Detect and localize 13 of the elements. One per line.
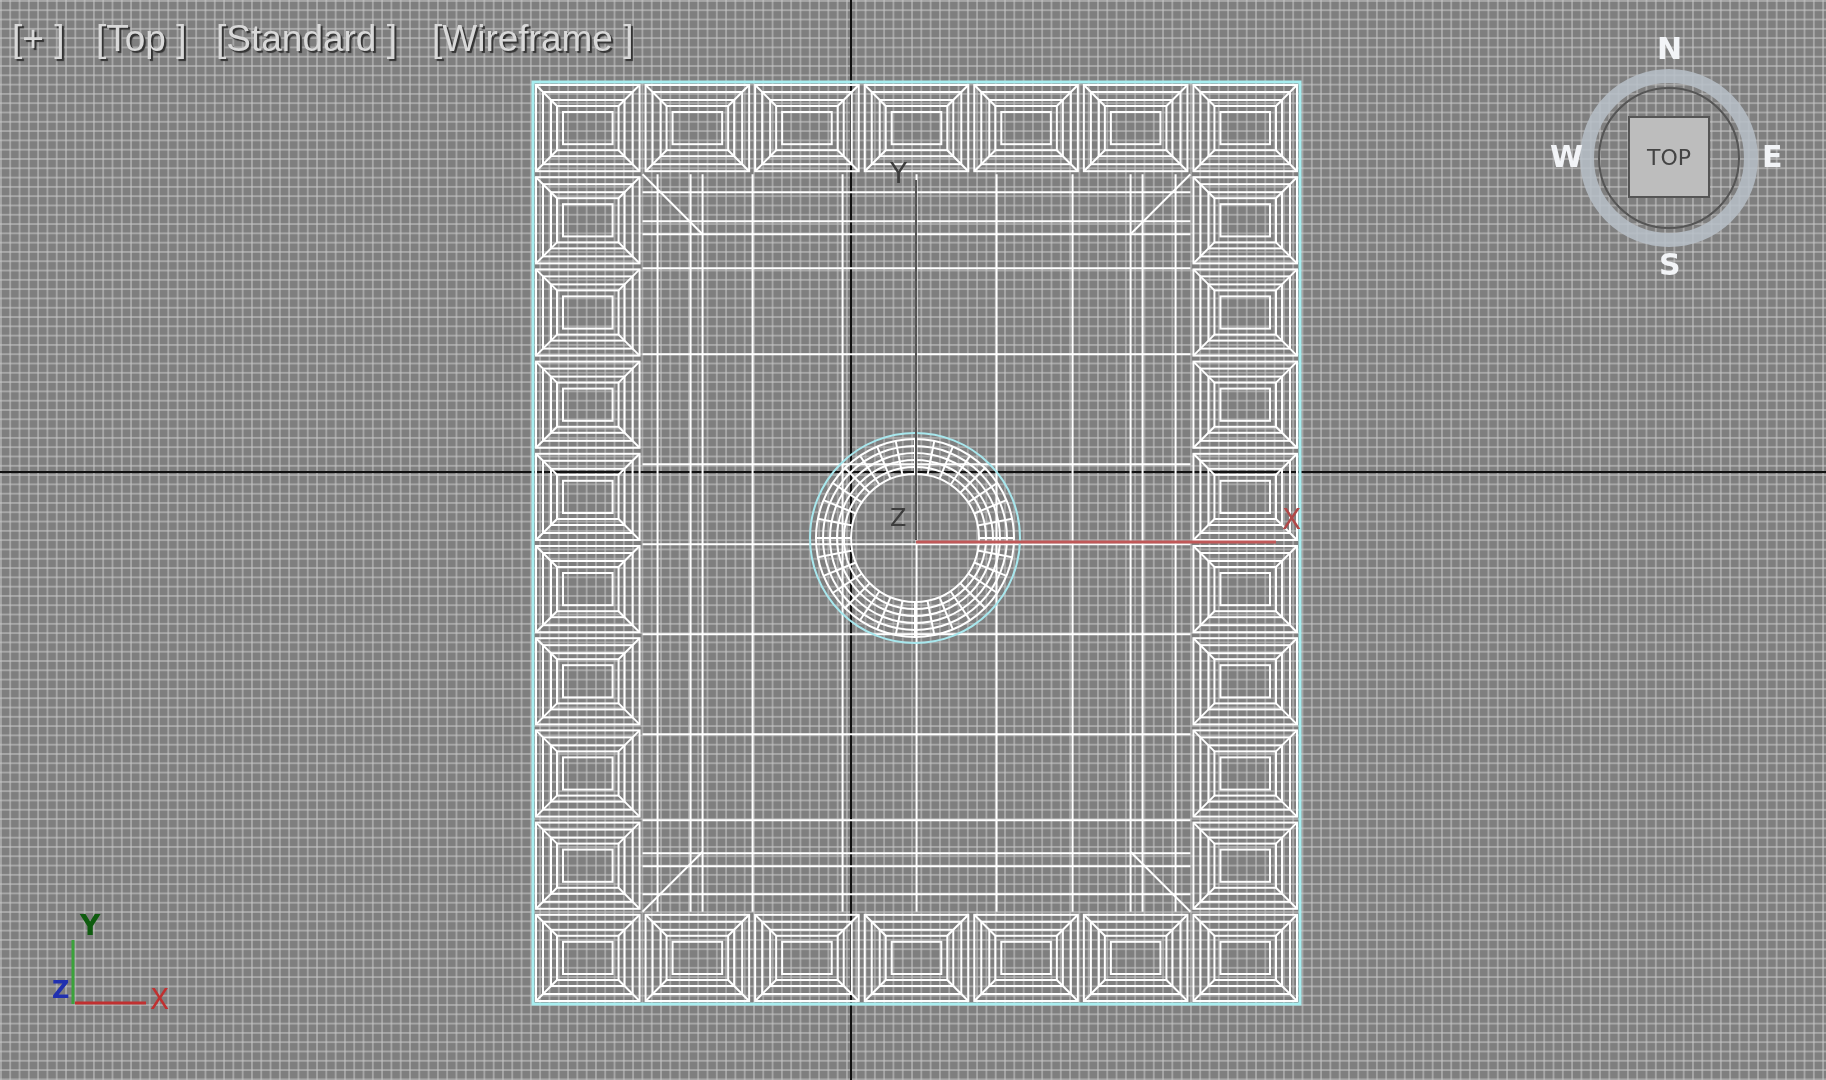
axis-letter: X bbox=[150, 986, 170, 1014]
view-cube-face bbox=[1628, 116, 1710, 198]
compass-letter: N bbox=[1657, 34, 1683, 64]
compass-letter: E bbox=[1762, 142, 1783, 172]
viewport-menu-label: [+ ] bbox=[12, 20, 65, 57]
compass-letter: S bbox=[1659, 250, 1681, 280]
view-cube-label: TOP bbox=[1647, 144, 1691, 170]
axis-letter: Y bbox=[80, 912, 101, 940]
viewport-menu-label: [Wireframe ] bbox=[432, 20, 634, 57]
viewport-menu-label: [Top ] bbox=[96, 20, 187, 57]
axis-letter: Z bbox=[890, 506, 907, 530]
viewport-menu-label: [Standard ] bbox=[216, 20, 397, 57]
axis-letter: Z bbox=[52, 978, 70, 1002]
